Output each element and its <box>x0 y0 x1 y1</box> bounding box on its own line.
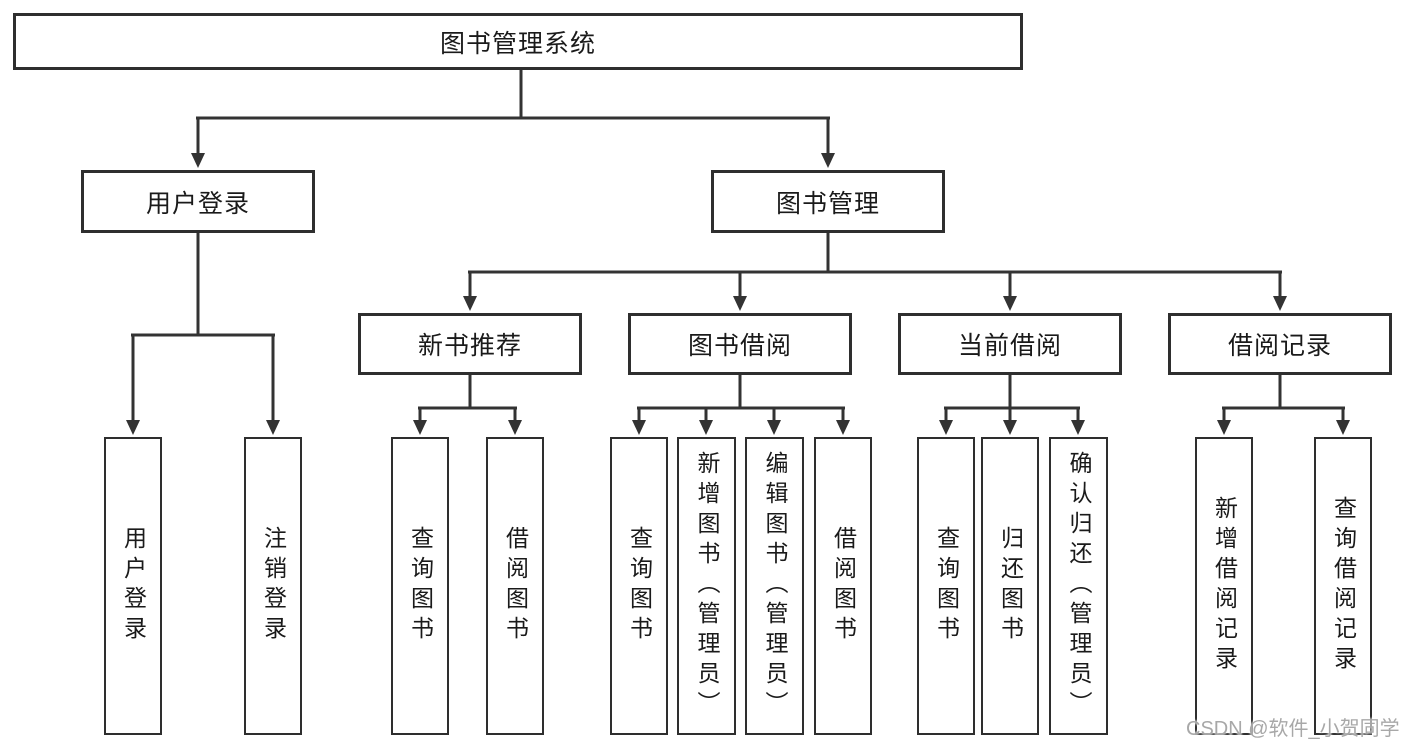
leaf-label: 编辑图书（管理员） <box>762 451 788 721</box>
leaf-label: 借阅图书 <box>830 526 857 646</box>
node-label: 借阅记录 <box>1227 332 1332 360</box>
leaf-label: 注销登录 <box>260 526 287 646</box>
leaf-return-book: 归还图书 <box>981 437 1039 735</box>
node-label: 当前借阅 <box>957 332 1062 360</box>
leaf-query-book-3: 查询图书 <box>917 437 975 735</box>
leaf-label: 新增借阅记录 <box>1211 496 1238 676</box>
leaf-query-book-1: 查询图书 <box>391 437 449 735</box>
leaf-label: 查询图书 <box>407 526 434 646</box>
leaf-borrow-book-1: 借阅图书 <box>486 437 544 735</box>
leaf-add-book-admin: 新增图书（管理员） <box>677 437 736 735</box>
node-user-login: 用户登录 <box>81 170 315 233</box>
node-book-borrow: 图书借阅 <box>628 313 852 375</box>
leaf-query-book-2: 查询图书 <box>610 437 668 735</box>
leaf-label: 查询借阅记录 <box>1330 496 1357 676</box>
csdn-watermark: CSDN @软件_小贺同学 <box>1186 718 1400 740</box>
node-label: 图书管理 <box>775 189 880 218</box>
node-label: 新书推荐 <box>417 332 522 360</box>
leaf-label: 归还图书 <box>997 526 1024 646</box>
leaf-label: 借阅图书 <box>502 526 529 646</box>
leaf-label: 确认归还（管理员） <box>1066 451 1092 721</box>
leaf-logout: 注销登录 <box>244 437 302 735</box>
node-book-management: 图书管理 <box>711 170 945 233</box>
node-label: 用户登录 <box>145 189 250 218</box>
node-current-borrow: 当前借阅 <box>898 313 1122 375</box>
node-root-library-system: 图书管理系统 <box>13 13 1023 70</box>
leaf-user-login: 用户登录 <box>104 437 162 735</box>
leaf-label: 查询图书 <box>626 526 653 646</box>
node-new-book-recommend: 新书推荐 <box>358 313 582 375</box>
leaf-label: 用户登录 <box>120 526 147 646</box>
leaf-edit-book-admin: 编辑图书（管理员） <box>745 437 804 735</box>
leaf-add-borrow-record: 新增借阅记录 <box>1195 437 1253 735</box>
node-label: 图书管理系统 <box>439 29 596 58</box>
leaf-query-borrow-record: 查询借阅记录 <box>1314 437 1372 735</box>
node-borrow-records: 借阅记录 <box>1168 313 1392 375</box>
node-label: 图书借阅 <box>687 332 792 360</box>
leaf-label: 查询图书 <box>933 526 960 646</box>
leaf-confirm-return-admin: 确认归还（管理员） <box>1049 437 1108 735</box>
leaf-borrow-book-2: 借阅图书 <box>814 437 872 735</box>
leaf-label: 新增图书（管理员） <box>694 451 720 721</box>
